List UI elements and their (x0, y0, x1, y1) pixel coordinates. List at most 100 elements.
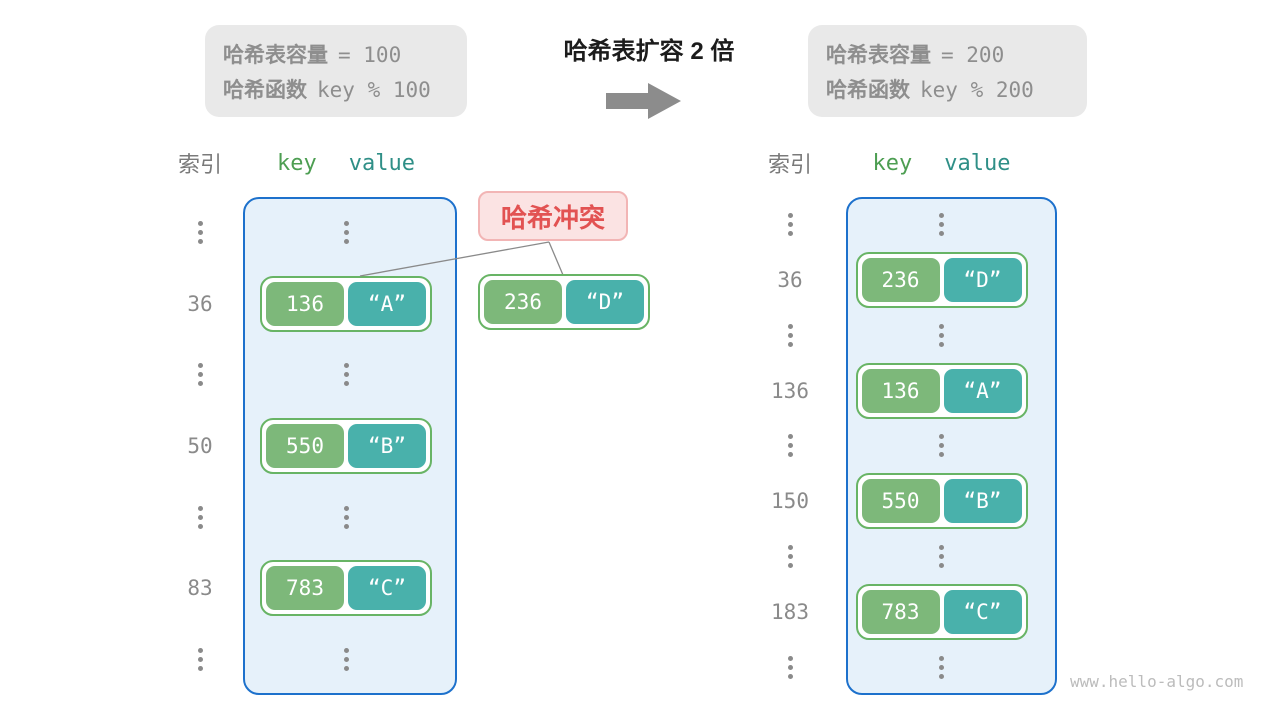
key-box: 236 (861, 257, 940, 302)
dot (787, 452, 793, 458)
bucket-cell (825, 656, 1058, 680)
hash-function-label: 哈希函数 (826, 78, 910, 102)
key-value-pair: 136“A” (855, 362, 1028, 419)
dot (197, 363, 203, 369)
value-header: value (944, 150, 1011, 176)
bucket-cell (235, 363, 457, 387)
bucket-cell: 136“A” (235, 275, 457, 332)
table-row (165, 339, 457, 410)
index-label: 50 (187, 433, 213, 458)
index-ellipsis (755, 656, 825, 680)
vertical-ellipsis-icon (939, 323, 944, 347)
table-row (755, 419, 1058, 474)
dot (939, 332, 944, 338)
dot (939, 212, 944, 218)
dot (343, 514, 349, 520)
bucket-cell: 550“B” (825, 473, 1058, 530)
vertical-ellipsis-icon (787, 323, 793, 347)
dot (197, 523, 203, 529)
vertical-ellipsis-icon (787, 656, 793, 680)
vertical-ellipsis-icon (939, 545, 944, 569)
dot (343, 665, 349, 671)
key-header: key (277, 150, 317, 176)
value-header: value (348, 150, 415, 176)
bucket-cell: 783“C” (825, 584, 1058, 641)
bucket-cell (825, 545, 1058, 569)
dot (343, 230, 349, 236)
column-headers-after: 索引 key value (755, 148, 1058, 178)
dot (939, 656, 944, 662)
key-box: 550 (861, 479, 940, 524)
transition-title: 哈希表扩容 2 倍 (563, 38, 735, 65)
bucket-cell: 783“C” (235, 560, 457, 617)
dot (939, 563, 944, 569)
table-row (165, 482, 457, 553)
vertical-ellipsis-icon (939, 656, 944, 680)
table-row: 50 550“B” (165, 410, 457, 481)
key-value-pair: 550“B” (855, 473, 1028, 530)
vertical-ellipsis-icon (197, 505, 203, 529)
table-row (755, 529, 1058, 584)
dot (939, 230, 944, 236)
dot (939, 674, 944, 680)
dot (343, 372, 349, 378)
column-headers-before: 索引 key value (165, 148, 457, 178)
value-box: “D” (566, 280, 644, 324)
kv-headers: key value (235, 151, 457, 176)
bucket-cell (235, 647, 457, 671)
dot (787, 221, 793, 227)
vertical-ellipsis-icon (787, 434, 793, 458)
right-arrow-icon (606, 83, 681, 119)
hash-collision-callout: 哈希冲突 (478, 191, 628, 241)
key-value-pair: 783“C” (260, 560, 432, 617)
index-ellipsis (755, 212, 825, 236)
key-value-pair: 783“C” (855, 584, 1028, 641)
dot (939, 545, 944, 551)
key-box: 136 (861, 368, 940, 413)
dot (787, 341, 793, 347)
hash-function-label: 哈希函数 (223, 78, 307, 102)
key-box: 783 (266, 566, 344, 611)
key-box: 550 (266, 423, 344, 468)
key-box: 136 (266, 281, 344, 326)
vertical-ellipsis-icon (343, 221, 349, 245)
dot (197, 647, 203, 653)
dot (787, 212, 793, 218)
dot (343, 656, 349, 662)
table-row (165, 197, 457, 268)
dot (787, 230, 793, 236)
table-row (755, 308, 1058, 363)
dot (787, 554, 793, 560)
table-row: 36 236“D” (755, 251, 1058, 308)
dot (939, 443, 944, 449)
index-label: 136 (771, 378, 809, 403)
key-value-pair: 550“B” (260, 417, 432, 474)
dot (343, 221, 349, 227)
table-row (755, 197, 1058, 252)
key-value-pair: 136“A” (260, 275, 432, 332)
index-label: 36 (777, 267, 803, 292)
index-ellipsis (165, 221, 235, 245)
bucket-cell: 136“A” (825, 362, 1058, 419)
dot (787, 545, 793, 551)
dot (787, 332, 793, 338)
dot (343, 505, 349, 511)
dot (197, 665, 203, 671)
hash-function-value: key % 200 (920, 77, 1034, 102)
key-value-pair: 236“D” (855, 251, 1028, 308)
index-ellipsis (165, 363, 235, 387)
hash-collision-label: 哈希冲突 (500, 202, 605, 233)
dot (197, 656, 203, 662)
dot (343, 239, 349, 245)
key-value-pair: 236“D” (478, 274, 650, 330)
vertical-ellipsis-icon (787, 212, 793, 236)
table-row (755, 640, 1058, 695)
capacity-value: = 100 (338, 42, 402, 67)
vertical-ellipsis-icon (343, 363, 349, 387)
table-row (165, 624, 457, 695)
bucket-cell (825, 434, 1058, 458)
dot (197, 230, 203, 236)
